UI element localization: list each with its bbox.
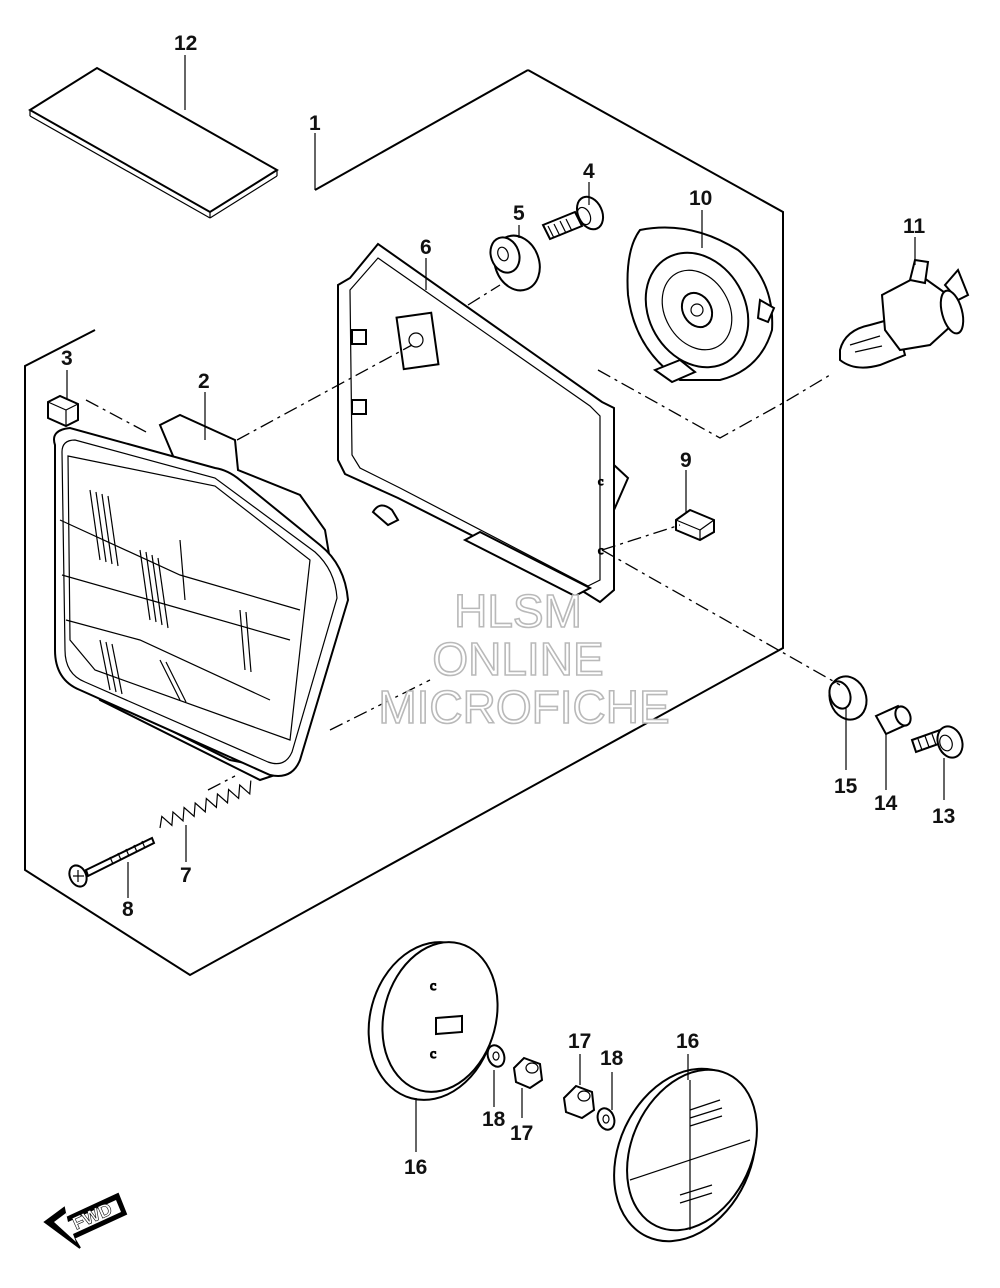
front-cover-part xyxy=(613,1067,758,1243)
callout-9: 9 xyxy=(680,449,692,472)
callout-4: 4 xyxy=(583,160,595,183)
adjuster-nut-part xyxy=(828,675,868,721)
callout-6: 6 xyxy=(420,236,432,259)
callout-8: 7 xyxy=(180,864,192,887)
spring-part xyxy=(159,780,252,829)
callout-14: 14 xyxy=(874,792,898,815)
svg-text:c: c xyxy=(430,979,436,994)
svg-text:c: c xyxy=(598,474,603,488)
hex-nut-part xyxy=(562,1084,596,1120)
rear-plate-part: c c xyxy=(367,941,499,1101)
assembly-boundary xyxy=(24,69,784,977)
svg-text:c: c xyxy=(598,543,603,557)
leader-lines xyxy=(66,55,945,1152)
svg-text:c: c xyxy=(430,1047,436,1062)
callout-2: 2 xyxy=(198,370,210,393)
long-screw-part xyxy=(68,836,156,888)
washer-part xyxy=(486,1044,506,1068)
adjusting-screw-part xyxy=(541,195,605,241)
callout-18-upper: 18 xyxy=(600,1047,624,1070)
callout-16-front: 16 xyxy=(676,1030,699,1053)
callout-15: 15 xyxy=(834,775,858,798)
headlamp-unit-part xyxy=(53,413,350,782)
halogen-bulb-part xyxy=(839,258,970,369)
callout-18-lower: 18 xyxy=(482,1108,506,1131)
callout-10: 10 xyxy=(689,187,712,210)
callout-17-lower: 17 xyxy=(510,1122,533,1145)
adjuster-screw-part xyxy=(910,725,964,759)
callout-17-upper: 17 xyxy=(568,1030,591,1053)
assembly-guides xyxy=(85,284,841,791)
callout-5: 5 xyxy=(513,202,525,225)
callout-1: 1 xyxy=(309,112,321,135)
clip-nut-part xyxy=(47,394,79,428)
watermark: HLSM ONLINE MICROFICHE xyxy=(378,584,671,734)
socket-cover-part xyxy=(626,226,776,384)
grommet-part xyxy=(489,234,541,292)
callout-13: 13 xyxy=(932,805,955,828)
watermark-line-1: HLSM xyxy=(454,585,582,637)
hex-nut-part xyxy=(512,1056,544,1090)
label-sheet-part xyxy=(28,66,279,219)
watermark-line-2: ONLINE xyxy=(432,633,603,685)
callout-3: 3 xyxy=(61,347,73,370)
headlamp-frame-part: c c xyxy=(337,242,630,604)
washer-part xyxy=(596,1107,616,1131)
callout-11: 11 xyxy=(903,215,926,238)
frame-clip-part xyxy=(675,508,715,542)
watermark-line-3: MICROFICHE xyxy=(378,681,669,733)
callout-12: 12 xyxy=(174,32,197,55)
spacer-part xyxy=(874,704,912,736)
callout-labels: 12 1 3 2 4 5 6 10 11 9 15 14 13 7 8 17 1… xyxy=(61,32,955,1179)
callout-7: 8 xyxy=(122,898,134,921)
fwd-arrow-icon: FWD xyxy=(43,1192,128,1249)
callout-16-rear: 16 xyxy=(404,1156,427,1179)
